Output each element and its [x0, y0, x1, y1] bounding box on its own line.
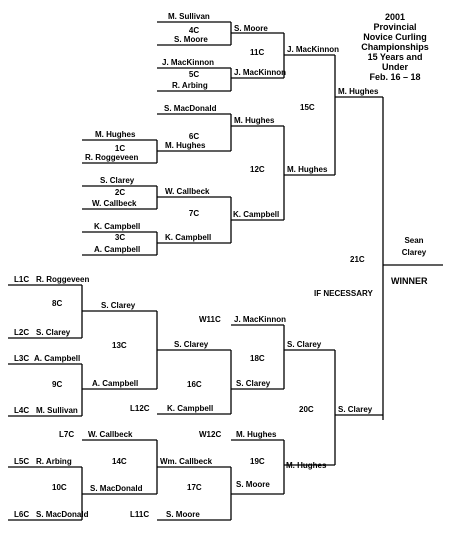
player-name: M. Hughes: [338, 87, 379, 96]
player-name: S. Clarey: [101, 301, 136, 310]
if-necessary-label: IF NECESSARY: [314, 289, 373, 298]
seed-label: W12C: [199, 430, 221, 439]
game-number: 14C: [112, 457, 127, 466]
game-number: 5C: [189, 70, 199, 79]
game-number: 10C: [52, 483, 67, 492]
player-name: M. Hughes: [95, 130, 136, 139]
game-number: 13C: [112, 341, 127, 350]
player-name: M. Hughes: [234, 116, 275, 125]
title-line: Championships: [361, 42, 429, 52]
seed-label: L5C: [14, 457, 29, 466]
player-name: R. Arbing: [36, 457, 72, 466]
player-name: S. Moore: [174, 35, 208, 44]
game-number: 8C: [52, 299, 62, 308]
player-name: K. Campbell: [94, 222, 140, 231]
winner-label: WINNER: [391, 276, 428, 286]
game-number: 4C: [189, 26, 199, 35]
game-number: 6C: [189, 132, 199, 141]
player-name: M. Sullivan: [36, 406, 78, 415]
game-number: 18C: [250, 354, 265, 363]
title-line: 2001: [385, 12, 405, 22]
game-number: 11C: [250, 48, 264, 57]
player-name: M. Hughes: [236, 430, 277, 439]
game-number: 9C: [52, 380, 62, 389]
player-name: M. Sullivan: [168, 12, 210, 21]
game-number: 20C: [299, 405, 314, 414]
player-name: J. MacKinnon: [287, 45, 339, 54]
player-name: R. Roggeveen: [85, 153, 138, 162]
seed-label: L1C: [14, 275, 29, 284]
player-name: S. MacDonald: [90, 484, 143, 493]
player-name: S. Clarey: [174, 340, 209, 349]
game-number: 7C: [189, 209, 199, 218]
game-number: 21C: [350, 255, 365, 264]
player-name: W. Callbeck: [88, 430, 133, 439]
player-name: K. Campbell: [167, 404, 213, 413]
player-name: S. Clarey: [338, 405, 373, 414]
title-line: Under: [382, 62, 409, 72]
player-name: M. Hughes: [165, 141, 206, 150]
seed-label: L7C: [59, 430, 74, 439]
game-number: 17C: [187, 483, 202, 492]
player-name: M. Hughes: [287, 165, 328, 174]
title-line: Novice Curling: [363, 32, 427, 42]
game-number: 15C: [300, 103, 315, 112]
seed-label: L2C: [14, 328, 29, 337]
title-line: Provincial: [373, 22, 416, 32]
player-name: S. MacDonald: [164, 104, 217, 113]
player-name: S. MacDonald: [36, 510, 89, 519]
player-name: S. Clarey: [236, 379, 271, 388]
player-name: S. Moore: [236, 480, 270, 489]
seed-label: L12C: [130, 404, 150, 413]
player-names: M. Sullivan S. Moore S. Moore J. MacKinn…: [34, 12, 379, 519]
player-name: A. Campbell: [92, 379, 138, 388]
player-name: S. Moore: [166, 510, 200, 519]
player-name: W. Callbeck: [165, 187, 210, 196]
game-number: 2C: [115, 188, 125, 197]
seed-label: L6C: [14, 510, 29, 519]
player-name: K. Campbell: [165, 233, 211, 242]
champion-first-name: Sean: [404, 236, 423, 245]
player-name: R. Roggeveen: [36, 275, 89, 284]
player-name: R. Arbing: [172, 81, 208, 90]
game-number: 12C: [250, 165, 265, 174]
seed-label: W11C: [199, 315, 221, 324]
player-name: S. Clarey: [287, 340, 322, 349]
player-name: M. Hughes: [286, 461, 327, 470]
player-name: A. Campbell: [94, 245, 140, 254]
game-number: 1C: [115, 144, 125, 153]
seed-label: L11C: [130, 510, 149, 519]
player-name: J. MacKinnon: [234, 68, 286, 77]
player-name: S. Clarey: [36, 328, 71, 337]
bracket-title: 2001 Provincial Novice Curling Champions…: [361, 12, 429, 82]
seed-label: L4C: [14, 406, 29, 415]
player-name: S. Moore: [234, 24, 268, 33]
player-name: Wm. Callbeck: [160, 457, 213, 466]
champion-last-name: Clarey: [402, 248, 427, 257]
player-name: A. Campbell: [34, 354, 80, 363]
seed-labels: L1C L2C L3C L4C L5C L6C L7C L12C L11C W1…: [14, 275, 221, 519]
player-name: W. Callbeck: [92, 199, 137, 208]
player-name: J. MacKinnon: [234, 315, 286, 324]
title-line: Feb. 16 – 18: [369, 72, 420, 82]
game-number: 19C: [250, 457, 265, 466]
seed-label: L3C: [14, 354, 29, 363]
game-number: 3C: [115, 233, 125, 242]
player-name: K. Campbell: [233, 210, 279, 219]
bracket-lines: [8, 21, 443, 521]
title-line: 15 Years and: [368, 52, 423, 62]
player-name: S. Clarey: [100, 176, 135, 185]
game-number: 16C: [187, 380, 202, 389]
game-numbers: 4C 11C 5C 15C 6C 1C 12C 2C 7C 3C 21C 8C …: [52, 26, 365, 492]
player-name: J. MacKinnon: [162, 58, 214, 67]
